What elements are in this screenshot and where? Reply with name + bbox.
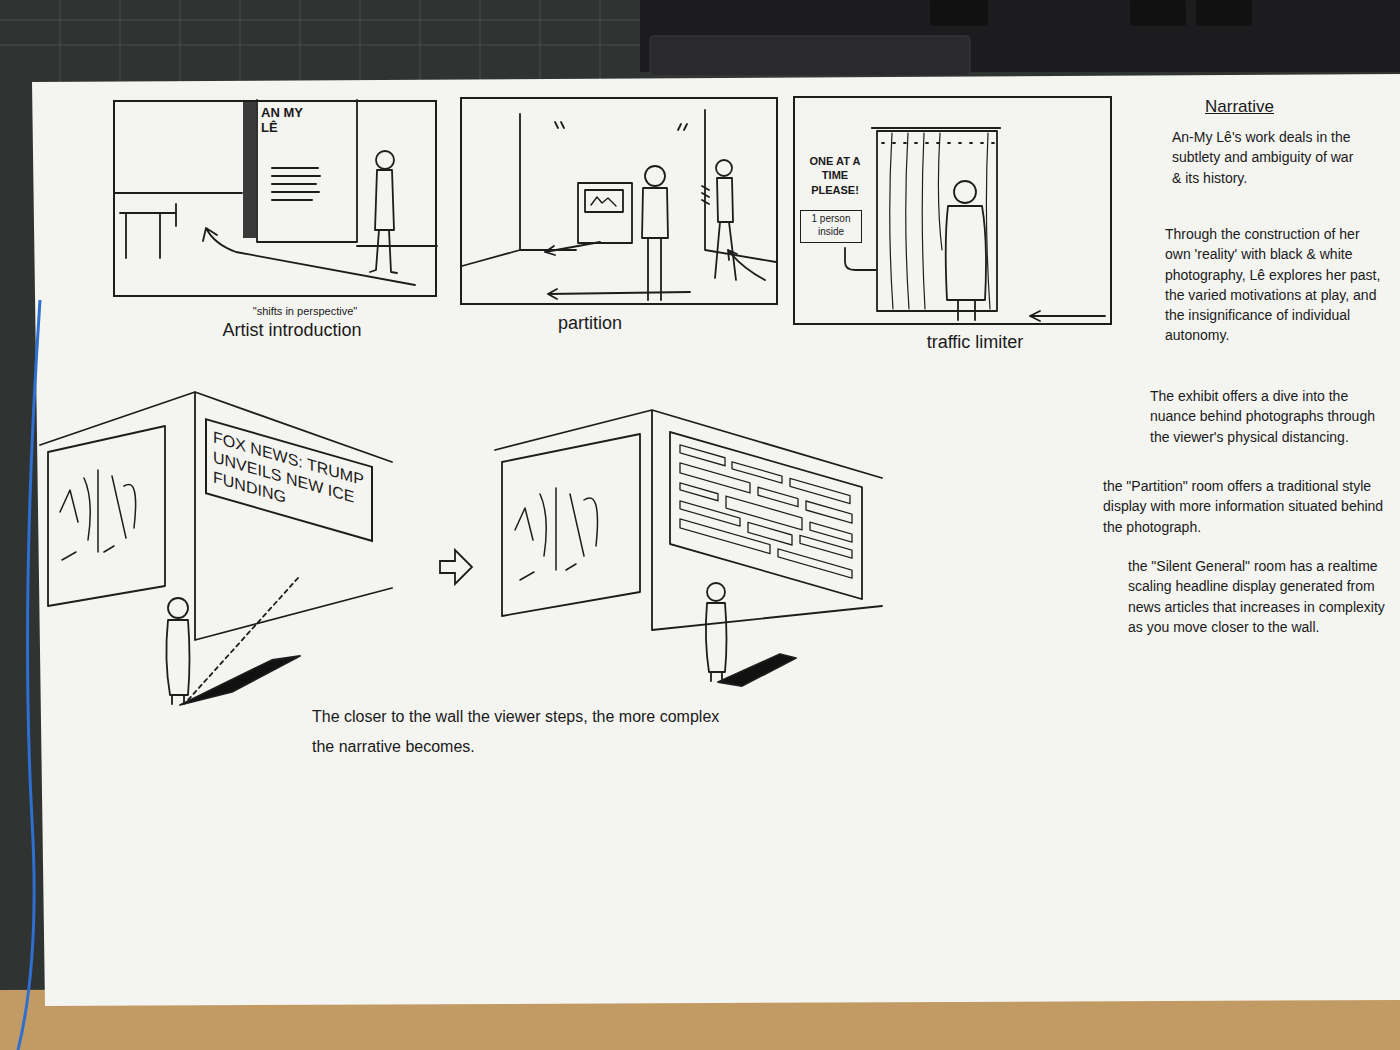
visitor-body [166, 620, 189, 704]
headline-sign: FOX NEWS: TRUMP UNVEILS NEW ICE FUNDING [205, 418, 373, 542]
visitor-head [168, 598, 188, 618]
path-arrow [548, 289, 690, 299]
frame-caption: partition [510, 313, 670, 335]
keyboard-key [930, 0, 988, 26]
keyboard-key [1196, 0, 1252, 26]
silent-general-sketch-near [495, 410, 882, 686]
wall-text-lines [272, 168, 320, 200]
touchpad [650, 36, 970, 76]
note-paragraph: the "Silent General" room has a realtime… [1128, 556, 1390, 637]
blue-wire [18, 300, 40, 1050]
path-arrow [203, 228, 415, 285]
keyboard-key [1130, 0, 1186, 26]
path-arrow [728, 250, 765, 280]
visitor-head [645, 166, 665, 186]
photo-panel [48, 426, 165, 606]
stool [958, 300, 975, 320]
visitor-body [642, 188, 668, 300]
visitor-shadow [718, 654, 796, 686]
wall-lines [115, 100, 437, 246]
path-arrow [1030, 311, 1105, 321]
room-walls [495, 410, 882, 630]
wall-title: AN MY LÊ [261, 106, 311, 136]
frame-caption: Artist introduction [167, 320, 417, 342]
photo-figures [60, 470, 136, 560]
occupancy-display: 1 person inside [800, 210, 862, 243]
frame-two-sketch [462, 110, 776, 300]
sensor-wire [845, 248, 876, 270]
headline-text: FOX NEWS: TRUMP UNVEILS NEW ICE FUNDING [213, 427, 365, 531]
frame-caption: traffic limiter [895, 332, 1055, 354]
room-walls [40, 392, 392, 640]
frame-three-sketch [845, 128, 1105, 321]
note-paragraph: the "Partition" room offers a traditiona… [1103, 476, 1390, 537]
note-paragraph: The exhibit offers a dive into the nuanc… [1150, 386, 1386, 447]
visitor-body [370, 170, 397, 273]
visitor-body [715, 178, 736, 280]
curtain-folds [890, 133, 990, 309]
room-walls [462, 110, 776, 266]
visitor-head [707, 583, 725, 601]
curtain-rings [882, 142, 995, 144]
photo-figures [515, 488, 598, 580]
photo-panel [502, 434, 640, 616]
frame-one-sketch [115, 100, 437, 285]
transition-arrow [440, 550, 472, 584]
storyboard-frame: AN MY LÊ"shifts in perspective"Artist in… [113, 100, 437, 297]
note-paragraph: An-My Lê's work deals in the subtlety an… [1172, 127, 1354, 188]
notes-heading: Narrative [1205, 97, 1325, 117]
wall-hatching [243, 102, 256, 238]
visitor-body [946, 206, 986, 300]
headline-wall [670, 432, 862, 599]
curtain-booth [877, 131, 997, 311]
visitor-shadow [180, 656, 300, 705]
visitor-head [954, 181, 976, 203]
wall-hatching [702, 186, 709, 204]
paper-sheet [32, 74, 1400, 1006]
silent-general-sketch-far [40, 392, 392, 705]
note-paragraph: Through the construction of her own 'rea… [1165, 224, 1387, 346]
visitor-head [376, 151, 394, 169]
quote-marks [555, 122, 687, 130]
headline-panel [670, 432, 862, 599]
storyboard-caption: The closer to the wall the viewer steps,… [312, 702, 732, 763]
plinth [578, 183, 632, 243]
frame-subcaption: "shifts in perspective" [235, 305, 375, 318]
sign-text: ONE AT A TIME PLEASE! [799, 154, 871, 197]
bench [120, 204, 176, 258]
storyboard-frame: partition [460, 97, 778, 305]
curtain-rod [872, 127, 1000, 129]
path-arrow [545, 242, 600, 255]
visitor-head [716, 160, 732, 176]
headline-fragments [680, 445, 852, 578]
visitor-body [706, 603, 727, 681]
occupancy-text: 1 person inside [805, 213, 857, 238]
photo-frame [585, 190, 623, 212]
storyboard-frame: ONE AT A TIME PLEASE!traffic limiter1 pe… [793, 96, 1112, 325]
photo-scribble [591, 197, 616, 206]
